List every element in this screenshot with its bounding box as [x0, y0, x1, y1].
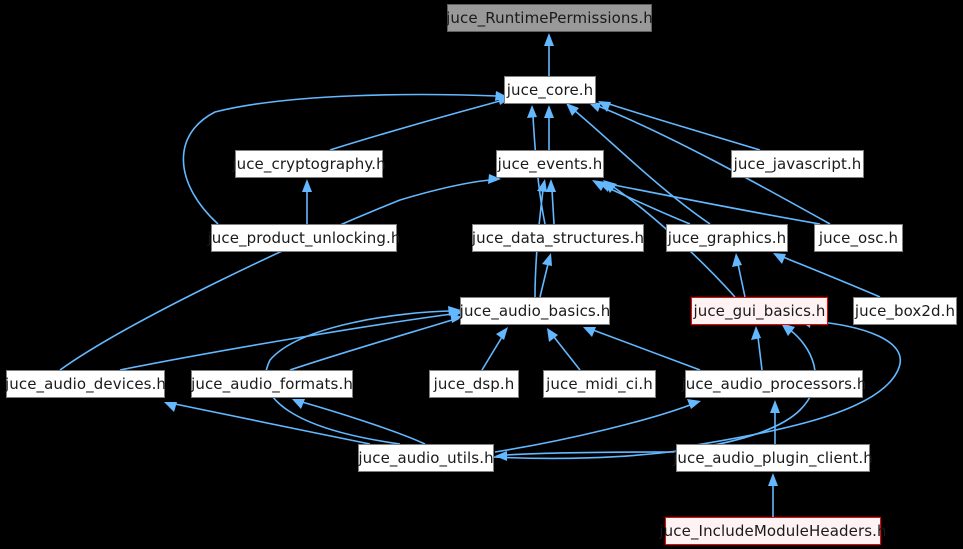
node-include_module_headers[interactable]: juce_IncludeModuleHeaders.h: [659, 517, 887, 545]
edge-javascript-to-core: [608, 103, 761, 151]
node-audio_plugin_client[interactable]: juce_audio_plugin_client.h: [673, 444, 873, 472]
node-label-audio_processors: juce_audio_processors.h: [681, 374, 867, 393]
node-dsp[interactable]: juce_dsp.h: [429, 370, 519, 398]
arrowhead-audio_utils-to-audio_processors: [687, 399, 701, 409]
node-label-gui_basics: juce_gui_basics.h: [693, 301, 826, 320]
arrowhead-midi_ci-to-audio_basics: [547, 328, 558, 342]
node-javascript[interactable]: juce_javascript.h: [731, 150, 864, 178]
node-product_unlocking[interactable]: juce_product_unlocking.h: [208, 224, 400, 252]
edge-audio_plugin_client-to-gui_basics: [689, 320, 901, 447]
node-label-core: juce_core.h: [506, 80, 594, 99]
node-label-events: juce_events.h: [497, 154, 603, 173]
edge-midi_ci-to-audio_basics: [553, 336, 581, 371]
arrowhead-events-to-core: [544, 105, 554, 118]
edge-audio_utils-to-gui_basics: [492, 329, 817, 460]
node-events[interactable]: juce_events.h: [496, 150, 604, 178]
node-label-midi_ci: juce_midi_ci.h: [546, 374, 653, 393]
node-graphics[interactable]: juce_graphics.h: [666, 224, 788, 252]
arrowhead-data_structures-to-events: [546, 179, 556, 192]
edge-audio_utils-to-audio_processors: [494, 404, 691, 453]
node-label-audio_devices: juce_audio_devices.h: [4, 374, 167, 393]
edge-box2d-to-graphics: [782, 256, 881, 298]
node-runtime_permissions[interactable]: juce_RuntimePermissions.h: [446, 4, 653, 32]
arrowhead-audio_utils-to-gui_basics: [781, 323, 795, 336]
node-label-audio_plugin_client: juce_audio_plugin_client.h: [673, 448, 873, 467]
node-label-include_module_headers: juce_IncludeModuleHeaders.h: [659, 521, 887, 540]
node-label-audio_utils: juce_audio_utils.h: [358, 448, 494, 467]
node-core[interactable]: juce_core.h: [504, 76, 596, 104]
node-audio_basics[interactable]: juce_audio_basics.h: [460, 297, 610, 325]
node-label-runtime_permissions: juce_RuntimePermissions.h: [446, 8, 653, 27]
edge-audio_utils-to-audio_formats: [301, 401, 426, 445]
arrowhead-audio_processors-to-audio_basics: [583, 327, 596, 337]
arrowhead-core-to-runtime_permissions: [544, 33, 554, 46]
node-audio_formats[interactable]: juce_audio_formats.h: [191, 370, 353, 398]
arrowhead-audio_utils-to-audio_basics: [448, 306, 461, 316]
node-audio_utils[interactable]: juce_audio_utils.h: [358, 444, 494, 472]
edge-gui_basics-to-graphics: [737, 263, 746, 298]
arrowhead-audio_devices-to-events: [488, 174, 501, 184]
edge-osc-to-events: [608, 183, 821, 225]
arrowhead-osc-to-core: [588, 102, 601, 112]
edge-audio_processors-to-audio_basics: [592, 329, 701, 371]
arrowhead-data_structures-to-core: [527, 105, 537, 118]
arrowhead-include_module_headers-to-audio_plugin_client: [768, 473, 778, 486]
node-osc[interactable]: juce_osc.h: [814, 224, 903, 252]
edge-audio_plugin_client-to-audio_utils: [505, 451, 677, 456]
edge-osc-to-core: [597, 105, 831, 225]
arrowhead-product_unlocking-to-core: [495, 91, 508, 101]
node-label-product_unlocking: juce_product_unlocking.h: [207, 228, 401, 247]
arrowhead-dsp-to-audio_basics: [496, 327, 508, 340]
node-cryptography[interactable]: juce_cryptography.h: [232, 150, 386, 178]
node-label-graphics: juce_graphics.h: [667, 228, 787, 247]
node-label-audio_formats: juce_audio_formats.h: [191, 374, 353, 393]
arrowhead-graphics-to-core: [566, 103, 579, 116]
edge-audio_basics-to-data_structures: [539, 263, 549, 298]
arrowhead-gui_basics-to-graphics: [732, 253, 742, 267]
edge-audio_formats-to-audio_basics: [289, 319, 453, 371]
edge-audio_devices-to-audio_basics: [119, 313, 453, 371]
edge-dsp-to-audio_basics: [481, 336, 503, 371]
arrowhead-audio_basics-to-data_structures: [542, 253, 552, 266]
node-label-data_structures: juce_data_structures.h: [471, 228, 645, 247]
node-label-osc: juce_osc.h: [818, 228, 899, 247]
node-midi_ci[interactable]: juce_midi_ci.h: [543, 370, 656, 398]
node-audio_processors[interactable]: juce_audio_processors.h: [681, 370, 866, 398]
arrowhead-audio_plugin_client-to-audio_processors: [770, 400, 780, 413]
arrowhead-box2d-to-graphics: [773, 253, 786, 264]
node-audio_devices[interactable]: juce_audio_devices.h: [4, 370, 167, 398]
arrowhead-audio_plugin_client-to-audio_utils: [495, 451, 507, 461]
arrowhead-audio_basics-to-events: [537, 179, 547, 192]
edge-product_unlocking-to-core: [182, 93, 498, 225]
node-gui_basics[interactable]: juce_gui_basics.h: [691, 297, 828, 325]
edge-data_structures-to-events: [551, 189, 555, 225]
arrowhead-product_unlocking-to-cryptography: [302, 179, 312, 192]
edge-graphics-to-core: [573, 109, 711, 225]
node-box2d[interactable]: juce_box2d.h: [853, 297, 957, 325]
node-label-box2d: juce_box2d.h: [854, 301, 956, 320]
edge-data_structures-to-core: [532, 115, 546, 225]
edge-cryptography-to-core: [329, 100, 501, 151]
node-label-audio_basics: juce_audio_basics.h: [459, 301, 611, 320]
arrowhead-gui_basics-to-events: [603, 180, 617, 193]
arrowhead-audio_utils-to-audio_devices: [164, 402, 177, 412]
node-label-dsp: juce_dsp.h: [433, 374, 515, 393]
node-data_structures[interactable]: juce_data_structures.h: [472, 224, 644, 252]
arrowhead-audio_formats-to-audio_basics: [450, 313, 463, 323]
edge-audio_processors-to-gui_basics: [757, 336, 763, 371]
node-label-javascript: juce_javascript.h: [733, 154, 862, 173]
arrowhead-audio_utils-to-audio_formats: [292, 399, 305, 409]
node-label-cryptography: juce_cryptography.h: [232, 154, 386, 173]
edge-audio_utils-to-audio_basics: [264, 310, 451, 445]
arrowhead-audio_processors-to-gui_basics: [751, 326, 761, 340]
edge-audio_utils-to-audio_devices: [174, 403, 371, 445]
